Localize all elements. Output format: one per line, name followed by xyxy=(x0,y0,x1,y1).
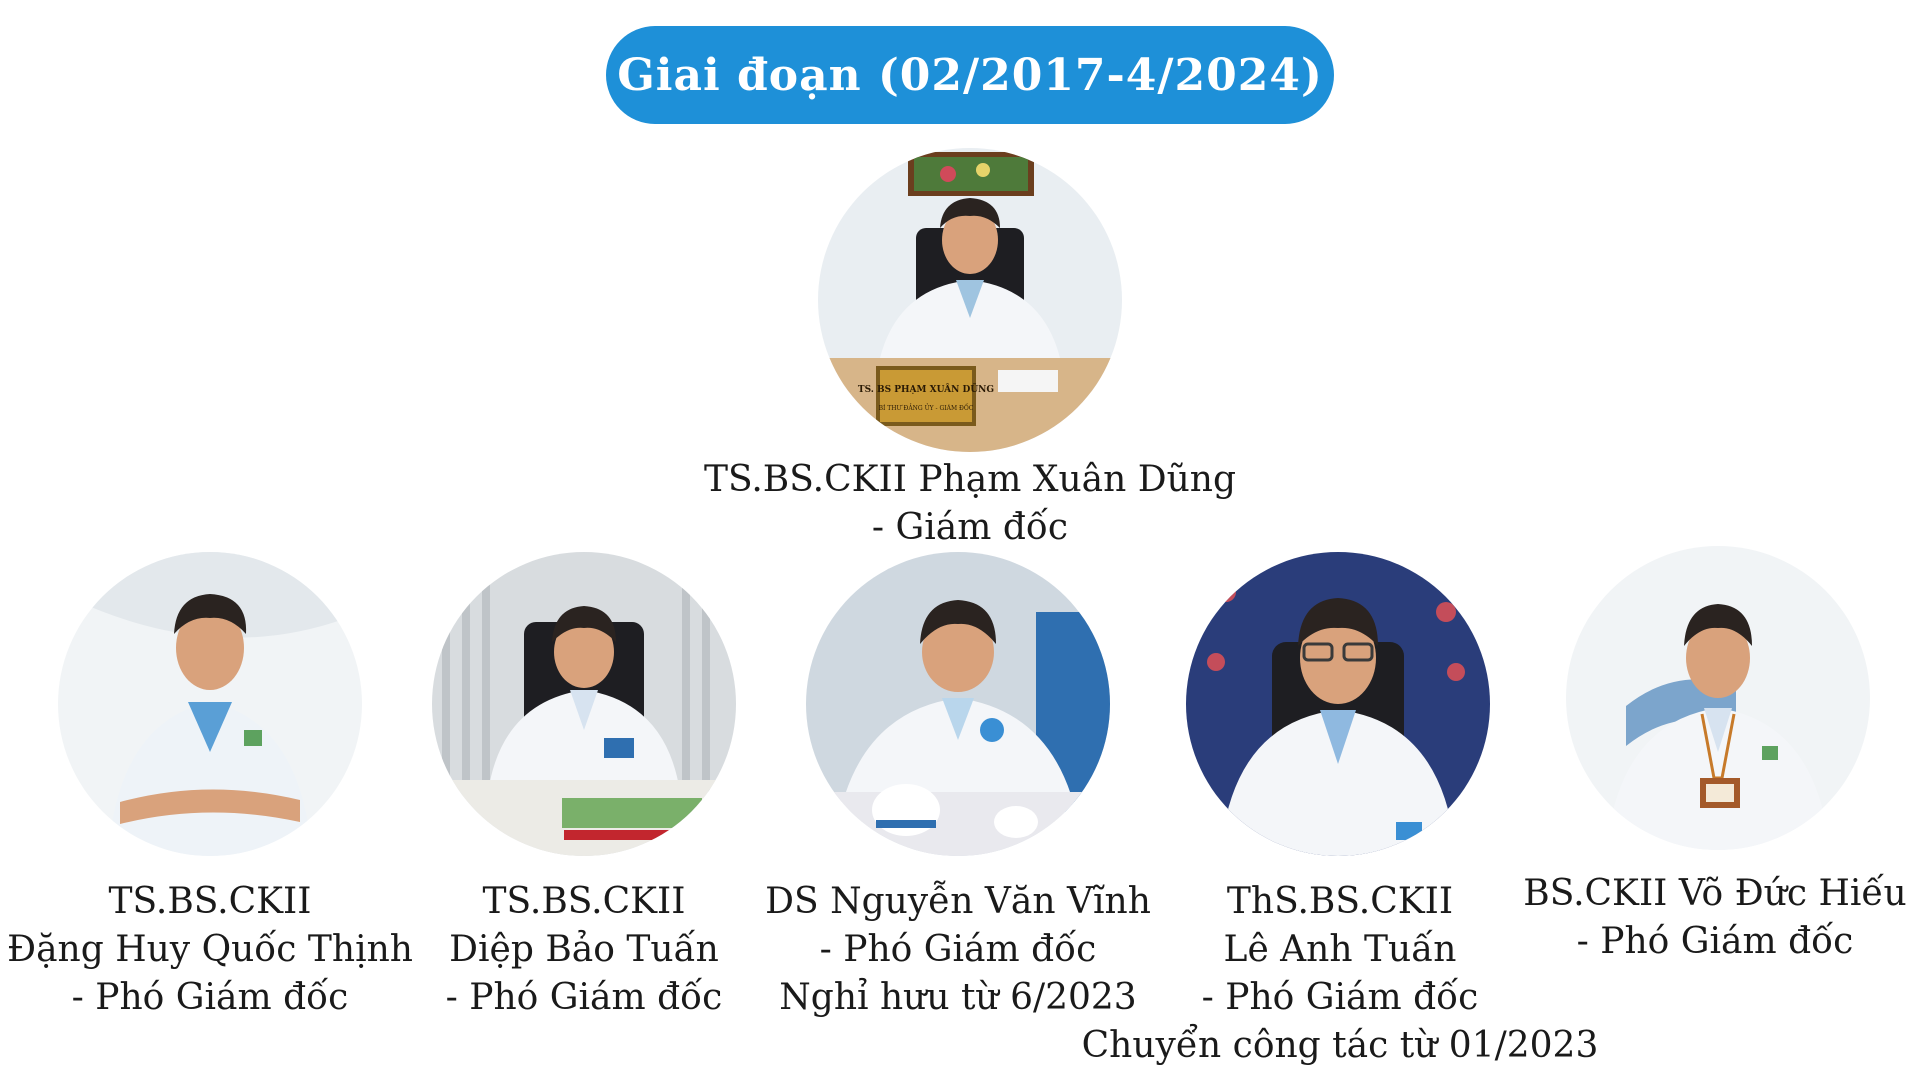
deputy-caption-4: ThS.BS.CKII Lê Anh Tuấn - Phó Giám đốc C… xyxy=(1080,878,1600,1070)
deputy-3-note: Nghỉ hưu từ 6/2023 xyxy=(779,977,1137,1018)
deputy-portrait-1 xyxy=(58,552,362,856)
deputy-caption-3: DS Nguyễn Văn Vĩnh - Phó Giám đốc Nghỉ h… xyxy=(758,878,1158,1022)
deputy-portrait-4 xyxy=(1186,552,1490,856)
deputy-photo-1 xyxy=(58,552,362,856)
deputy-5-role: - Phó Giám đốc xyxy=(1576,921,1854,962)
deputy-5-name: BS.CKII Võ Đức Hiếu xyxy=(1523,873,1907,914)
deputy-4-role: - Phó Giám đốc xyxy=(1201,977,1479,1018)
deputy-4-note: Chuyển công tác từ 01/2023 xyxy=(1081,1025,1599,1066)
director-caption: TS.BS.CKII Phạm Xuân Dũng - Giám đốc xyxy=(570,456,1370,552)
period-title: Giai đoạn (02/2017-4/2024) xyxy=(617,49,1323,101)
nameplate-name: TS. BS PHẠM XUÂN DŨNG xyxy=(858,383,994,395)
deputy-2-degree: TS.BS.CKII xyxy=(482,881,686,922)
director-portrait: TS. BS PHẠM XUÂN DŨNG BÍ THƯ ĐẢNG ỦY - G… xyxy=(818,148,1122,452)
deputy-2-role: - Phó Giám đốc xyxy=(445,977,723,1018)
director-photo: TS. BS PHẠM XUÂN DŨNG BÍ THƯ ĐẢNG ỦY - G… xyxy=(818,148,1122,452)
deputy-1-role: - Phó Giám đốc xyxy=(71,977,349,1018)
deputy-portrait-5 xyxy=(1566,546,1870,850)
director-name: TS.BS.CKII Phạm Xuân Dũng xyxy=(703,459,1237,500)
period-title-pill: Giai đoạn (02/2017-4/2024) xyxy=(606,26,1334,124)
deputy-2-name: Diệp Bảo Tuấn xyxy=(449,929,719,970)
deputy-portrait-2 xyxy=(432,552,736,856)
deputy-photo-3 xyxy=(806,552,1110,856)
deputy-3-role: - Phó Giám đốc xyxy=(819,929,1097,970)
deputy-caption-5: BS.CKII Võ Đức Hiếu - Phó Giám đốc xyxy=(1510,870,1920,966)
deputy-1-degree: TS.BS.CKII xyxy=(108,881,312,922)
deputy-1-name: Đặng Huy Quốc Thịnh xyxy=(7,929,413,970)
deputy-4-degree: ThS.BS.CKII xyxy=(1226,881,1454,922)
nameplate-title: BÍ THƯ ĐẢNG ỦY - GIÁM ĐỐC xyxy=(879,404,974,412)
deputy-caption-1: TS.BS.CKII Đặng Huy Quốc Thịnh - Phó Giá… xyxy=(0,878,420,1022)
deputy-4-name: Lê Anh Tuấn xyxy=(1223,929,1457,970)
deputy-caption-2: TS.BS.CKII Diệp Bảo Tuấn - Phó Giám đốc xyxy=(394,878,774,1022)
deputy-portrait-3 xyxy=(806,552,1110,856)
deputy-photo-5 xyxy=(1566,546,1870,850)
deputy-photo-2 xyxy=(432,552,736,856)
deputy-photo-4 xyxy=(1186,552,1490,856)
deputy-3-name: DS Nguyễn Văn Vĩnh xyxy=(765,881,1151,922)
director-role: - Giám đốc xyxy=(871,507,1069,548)
